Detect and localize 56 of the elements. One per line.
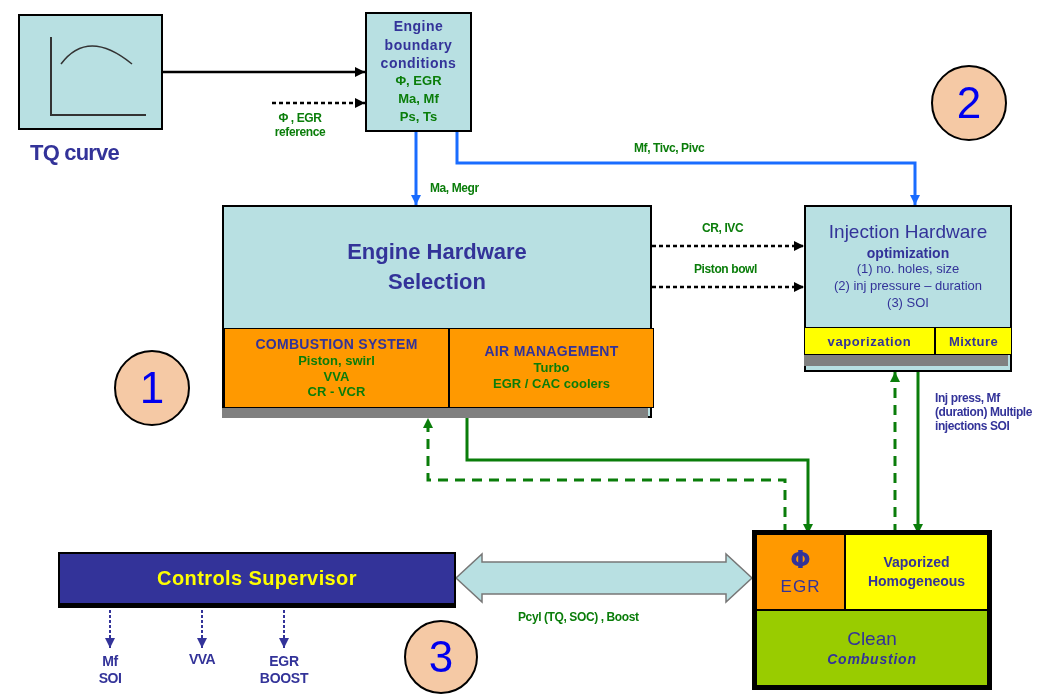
node-title: Φ	[790, 545, 811, 575]
chart-box	[18, 14, 163, 130]
dashed-arrow	[652, 241, 804, 251]
edge-label: Ma, Megr	[428, 182, 481, 196]
node-label: 1	[139, 366, 165, 410]
result-cell	[756, 534, 845, 610]
dashed-arrow	[652, 282, 804, 292]
node-title: COMBUSTION SYSTEM	[255, 336, 418, 353]
node-text: (1) no. holes, size	[856, 261, 960, 279]
controller-box	[58, 552, 456, 605]
edge-label: Mf, Tivc, Pivc	[632, 142, 707, 156]
node-text: (3) SOI	[887, 295, 929, 313]
output-label: Mf SOI	[97, 653, 123, 687]
edge-label: CR, IVC	[700, 222, 746, 236]
node-label: Mixture	[949, 333, 998, 349]
output-label: VVA	[188, 650, 216, 668]
node-title: Clean	[847, 628, 897, 651]
node-title: AIR MANAGEMENT	[484, 343, 619, 361]
subsystem-panel	[449, 328, 654, 408]
node-text: EGR / CAC coolers	[493, 376, 610, 393]
arrow	[163, 67, 365, 77]
process-box	[222, 205, 652, 418]
node-text: VVA	[323, 368, 350, 385]
node-text: (2) inj pressure – duration	[833, 278, 983, 296]
output-label: EGR BOOST	[258, 653, 310, 687]
node-text: CR - VCR	[307, 384, 366, 400]
node-text: Combustion	[827, 651, 917, 668]
node-title: Injection Hardware	[828, 219, 988, 244]
node-text: Φ, EGR	[395, 72, 442, 90]
node-text: Piston, swirl	[298, 353, 375, 369]
node-text: optimization	[866, 244, 950, 262]
node-title: Engine boundary conditions	[379, 17, 458, 72]
node-text: Ps, Ts	[399, 108, 438, 127]
edge-label: Pcyl (TQ, SOC) , Boost	[516, 611, 641, 625]
node-label: 2	[956, 81, 982, 125]
result-cell	[756, 610, 988, 686]
double-arrow	[454, 552, 754, 604]
property-band	[935, 327, 1012, 355]
node-label: vaporization	[827, 333, 912, 349]
node-text: EGR	[780, 575, 821, 598]
node-label: Engine Hardware Selection	[346, 238, 528, 296]
result-cell	[845, 534, 988, 610]
caption-text: TQ curve	[30, 140, 119, 166]
node-label: Vaporized Homogeneous	[866, 553, 967, 591]
process-box	[365, 12, 472, 132]
property-band	[804, 327, 935, 355]
node-label: Controls Supervisor	[157, 567, 357, 590]
node-text: Ma, Mf	[398, 90, 439, 109]
node-label: 3	[428, 635, 454, 679]
arrow	[411, 132, 421, 205]
subsystem-panel	[224, 328, 449, 408]
process-box	[804, 205, 1012, 372]
dashed-arrow	[272, 98, 365, 108]
result-box	[752, 530, 992, 690]
arrow	[455, 132, 920, 205]
node-text: Turbo	[533, 360, 570, 377]
